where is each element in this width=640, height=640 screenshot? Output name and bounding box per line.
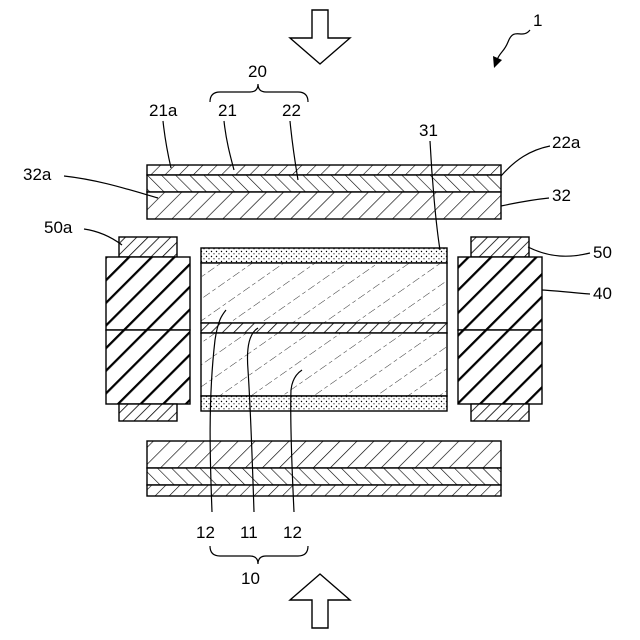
label-12-left: 12 <box>196 523 215 542</box>
right-frame <box>458 237 542 421</box>
layer-31-top <box>201 248 447 263</box>
bottom-layer-32 <box>147 441 501 468</box>
leader-50 <box>528 247 590 256</box>
layer-22 <box>147 175 501 192</box>
laminate-stack <box>201 248 447 411</box>
right-frame-upper <box>458 257 542 330</box>
label-device: 1 <box>533 11 542 30</box>
layer-21 <box>147 165 501 175</box>
right-frame-lower <box>458 330 542 404</box>
leader-32a <box>64 176 158 198</box>
leader-40 <box>542 290 590 294</box>
press-arrow-up-icon <box>290 574 350 628</box>
left-pad-top <box>119 237 177 257</box>
label-group-20: 20 <box>248 62 267 81</box>
leader-22a <box>501 146 550 176</box>
leader-21 <box>224 121 234 170</box>
left-pad-bottom <box>119 404 177 421</box>
label-32: 32 <box>552 186 571 205</box>
label-22: 22 <box>282 101 301 120</box>
top-release-sheet <box>147 165 501 219</box>
label-11: 11 <box>240 523 258 542</box>
left-frame-upper <box>106 257 190 330</box>
brace-top <box>210 84 308 102</box>
left-frame-lower <box>106 330 190 404</box>
bottom-release-sheet <box>147 441 501 496</box>
layer-12-lower <box>201 333 447 396</box>
label-22a: 22a <box>552 133 581 152</box>
bottom-layer-21 <box>147 485 501 496</box>
label-group-10: 10 <box>241 569 260 588</box>
leader-50a <box>84 229 122 245</box>
label-40: 40 <box>593 284 612 303</box>
label-50: 50 <box>593 243 612 262</box>
bottom-layer-22 <box>147 468 501 485</box>
leader-32 <box>501 198 549 206</box>
press-arrow-down-icon <box>290 10 350 64</box>
right-pad-bottom <box>471 404 529 421</box>
right-pad-top <box>471 237 529 257</box>
label-12-right: 12 <box>283 523 302 542</box>
label-21a: 21a <box>149 101 178 120</box>
label-32a: 32a <box>23 165 52 184</box>
leader-21a <box>163 121 171 168</box>
left-frame <box>106 237 190 421</box>
brace-bottom <box>210 546 308 564</box>
label-21: 21 <box>218 101 237 120</box>
layer-32 <box>147 192 501 219</box>
layer-31-bottom <box>201 396 447 411</box>
layer-12-upper <box>201 263 447 323</box>
layer-11 <box>201 323 447 333</box>
label-50a: 50a <box>44 218 73 237</box>
label-31: 31 <box>419 121 438 140</box>
device-leader <box>497 30 530 60</box>
